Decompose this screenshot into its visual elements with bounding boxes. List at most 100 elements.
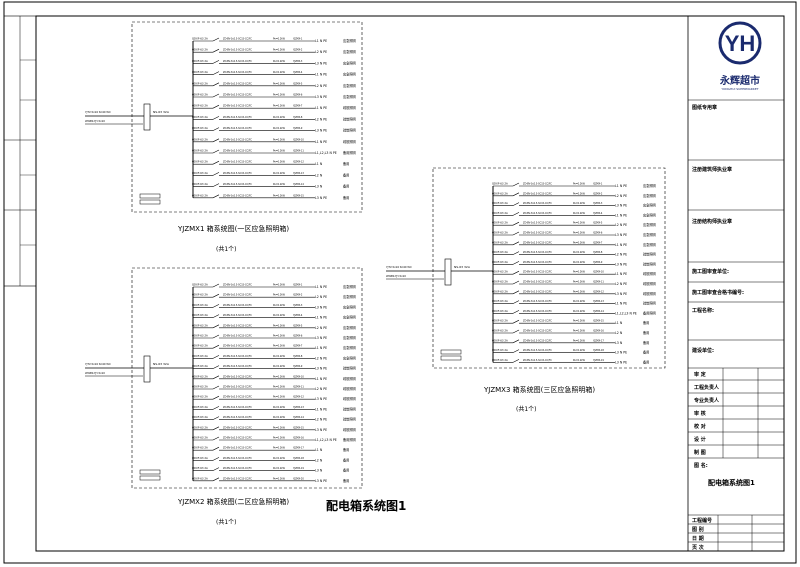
breaker-contact (212, 283, 220, 288)
cable-spec-label: ZD-BV-3x2.5-SC15-CC/FC (523, 212, 552, 215)
circuit-breaker-label: QDXF-63 2A (492, 221, 508, 225)
circuit-breaker-label: QDXF-63 2A (492, 348, 508, 352)
drawing-name-label: 图 名: (694, 463, 708, 469)
breaker-contact (212, 436, 220, 441)
phase-label: L1 N PE (615, 184, 627, 188)
load-label: 备用 (643, 340, 649, 345)
main-breaker-label: NS-63 32A (454, 265, 471, 269)
cable-spec-label: ZD-BV-3x2.5-SC15-CC/FC (223, 457, 252, 460)
load-label: 应急照明 (643, 232, 656, 237)
breaker-contact (512, 261, 520, 265)
load-label: 应急照明 (343, 355, 356, 360)
load-label: 应急照明 (343, 345, 356, 350)
main-breaker-switch (444, 258, 452, 286)
incoming-cable-label: WDZN-YJY-5x10 (85, 119, 105, 123)
circuit-id-label: YJZMX-17 (293, 447, 304, 450)
breaker-contact (212, 60, 220, 64)
circuit-id-label: YJZMX-9 (293, 127, 303, 130)
phase-label: L1 N PE (615, 302, 627, 306)
phase-label: L2 N (315, 458, 323, 462)
circuit-id-label: YJZMX-1 (293, 284, 303, 287)
breaker-contact (212, 304, 220, 308)
breaker-contact (212, 416, 220, 420)
client-row: 建设单位: (692, 348, 714, 354)
incoming-cable-label: YJTV-5x16 SC40 WC (85, 362, 111, 366)
panel3-count: (共1个) (516, 406, 537, 413)
breaker-contact (212, 149, 220, 154)
panel1-count: (共1个) (216, 246, 237, 253)
circuit-breaker-label: QDXF-63 2A (192, 385, 208, 389)
cable-spec-label: ZD-BV-3x2.5-SC15-CC/FC (223, 71, 252, 74)
breaker-contact (512, 251, 520, 255)
cable-spec-label: ZD-BV-3x2.5-SC15-CC/FC (223, 150, 252, 153)
review-unit-row: 施工图审查单位: (692, 269, 730, 275)
power-label: Pe=0.2kW (273, 365, 286, 368)
cable-spec-label: ZD-BV-3x2.5-SC15-CC/FC (523, 339, 552, 342)
circuit-id-label: YJZMX-14 (593, 310, 604, 313)
phase-label: L3 N PE (315, 336, 327, 340)
phase-label: L2 N PE (615, 282, 627, 286)
incoming-cable-label: YJTV-5x16 SC40 WC (386, 265, 412, 269)
circuit-breaker-label: QDXF-63 2A (492, 358, 508, 362)
phase-label: L1 N PE (615, 213, 627, 217)
cable-spec-label: ZD-BV-3x2.5-SC15-CC/FC (223, 406, 252, 409)
power-label: Pe=0.2kW (573, 339, 586, 342)
cable-spec-label: ZD-BV-3x2.5-SC15-CC/FC (523, 232, 552, 235)
cable-spec-label: ZD-BV-3x2.5-SC15-CC/FC (223, 105, 252, 108)
architect-seal-row: 注册建筑师执业章 (692, 167, 733, 173)
phase-label: L3 N (615, 341, 623, 345)
panel-box (131, 21, 363, 213)
cable-spec-label: ZD-BV-3x2.5-SC15-CC/FC (223, 355, 252, 358)
panel2-caption: YJZMX2 箱系统图(二区应急照明箱) (178, 498, 290, 506)
power-label: Pe=0.2kW (273, 314, 286, 317)
power-label: Pe=0.2kW (573, 310, 586, 313)
breaker-contact (212, 37, 220, 42)
cable-spec-label: ZD-BV-3x2.5-SC15-CC/FC (223, 60, 252, 63)
breaker-contact (212, 138, 220, 143)
cable-spec-label: ZD-BV-3x2.5-SC15-CC/FC (223, 467, 252, 470)
breaker-contact (512, 212, 520, 216)
phase-label: L2 N PE (615, 194, 627, 198)
breaker-contact (212, 48, 220, 53)
breaker-contact (212, 314, 220, 318)
phase-label: L3 N PE (315, 397, 327, 401)
circuit-breaker-label: QDXF-63 2A (492, 289, 508, 293)
load-label: 备用 (343, 468, 349, 473)
cable-spec-label: ZD-BV-3x2.5-SC15-CC/FC (523, 241, 552, 244)
title-block-frame (687, 15, 785, 552)
power-label: Pe=0.2kW (273, 82, 286, 85)
n-bar (440, 355, 462, 361)
incoming-cable-label: WDZN-YJY-5x10 (85, 371, 105, 375)
cable-spec-label: ZD-BV-3x2.5-SC15-CC/FC (223, 345, 252, 348)
review-cert-row: 施工图审查合格书编号: (692, 290, 745, 296)
circuit-id-label: YJZMX-5 (293, 324, 303, 327)
circuit-breaker-label: QDXF-63 2A (192, 323, 208, 327)
info-drawing-type: 图 别 (692, 527, 704, 533)
cable-spec-label: ZD-BV-3x2.5-SC15-CC/FC (223, 324, 252, 327)
cable-spec-label: ZD-BV-3x2.5-SC15-CC/FC (223, 138, 252, 141)
cable-spec-label: ZD-BV-3x2.5-SC15-CC/FC (523, 251, 552, 254)
circuit-id-label: YJZMX-3 (293, 304, 303, 307)
phase-label: L1,L2,L3 N PE (315, 438, 337, 442)
phase-label: L3 N PE (615, 262, 627, 266)
power-label: Pe=0.2kW (573, 281, 586, 284)
breaker-contact (512, 329, 520, 334)
phase-label: L1 N PE (615, 272, 627, 276)
breaker-contact (512, 202, 520, 206)
phase-label: L2 N PE (615, 253, 627, 257)
panel3-caption: YJZMX3 箱系统图(三区应急照明箱) (484, 386, 596, 394)
breaker-contact (512, 319, 520, 324)
main-breaker-switch (143, 103, 151, 131)
circuit-id-label: YJZMX-6 (293, 335, 303, 338)
power-label: Pe=0.2kW (273, 49, 286, 52)
signer-review: 审 核 (694, 411, 706, 417)
power-label: Pe=0.2kW (273, 116, 286, 119)
circuit-id-label: YJZMX-13 (293, 172, 304, 175)
signer-design: 设 计 (694, 437, 706, 443)
cable-spec-label: ZD-BV-3x2.5-SC15-CC/FC (223, 82, 252, 85)
main-breaker-switch (143, 355, 151, 383)
breaker-contact (512, 349, 520, 353)
power-label: Pe=0.2kW (273, 161, 286, 164)
breaker-contact (212, 426, 220, 431)
cable-spec-label: ZD-BV-3x2.5-SC15-CC/FC (523, 300, 552, 303)
